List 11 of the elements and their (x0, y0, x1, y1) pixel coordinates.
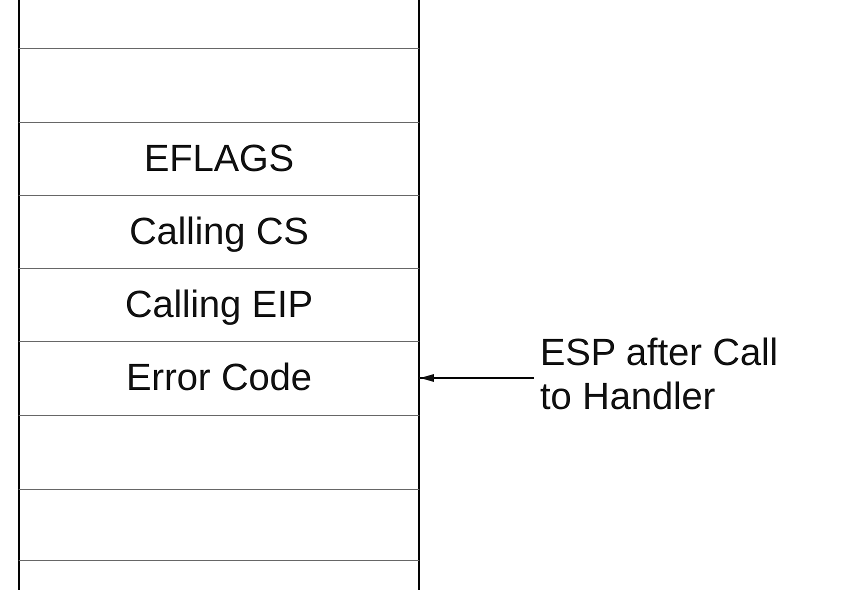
stack-slot (18, 560, 420, 590)
annotation-text: ESP after Call to Handler (540, 332, 815, 420)
stack-slot: Calling CS (18, 195, 420, 268)
stack-slot (18, 48, 420, 122)
stack-slot: Error Code (18, 341, 420, 415)
stack-slot: Calling EIP (18, 268, 420, 341)
stack-slot (18, 489, 420, 560)
arrow (420, 374, 534, 382)
stack-slot: EFLAGS (18, 122, 420, 195)
stack-slot (18, 415, 420, 489)
stack-slot (18, 0, 420, 48)
